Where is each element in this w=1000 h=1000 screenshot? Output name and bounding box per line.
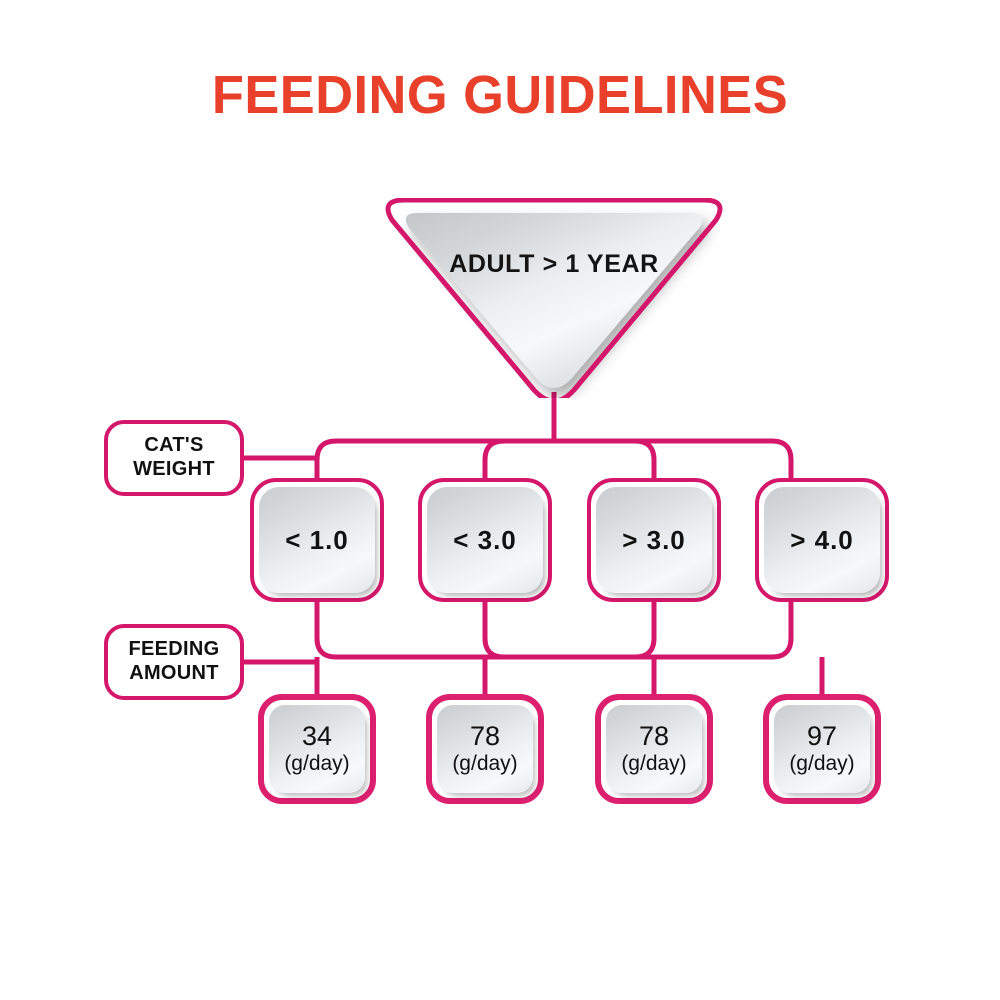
feeding-amount-line-1: FEEDING (128, 638, 220, 661)
amount-box-1-value: 34 (301, 720, 333, 751)
amount-box-2[interactable]: 78 (g/day) (426, 694, 544, 804)
weight-box-3-label: > 3.0 (622, 524, 686, 555)
weight-box-2-label: < 3.0 (453, 524, 517, 555)
row-label-cats-weight[interactable]: CAT'S WEIGHT (104, 420, 244, 496)
amount-box-2-plate: 78 (g/day) (437, 705, 533, 793)
amount-box-4[interactable]: 97 (g/day) (763, 694, 881, 804)
weight-box-4[interactable]: > 4.0 (755, 478, 889, 602)
amount-box-3-value: 78 (638, 720, 670, 751)
wire-weight-drop-2 (482, 438, 505, 478)
feeding-amount-line-2: AMOUNT (129, 662, 219, 684)
weight-box-3[interactable]: > 3.0 (587, 478, 721, 602)
wire-weight-bus (314, 438, 794, 478)
page-title: FEEDING GUIDELINES (211, 65, 789, 125)
amount-box-4-unit: (g/day) (789, 752, 855, 776)
root-node-adult[interactable]: ADULT > 1 YEAR (378, 198, 730, 398)
weight-box-1[interactable]: < 1.0 (250, 478, 384, 602)
weight-box-4-plate: > 4.0 (764, 487, 880, 593)
weight-box-3-plate: > 3.0 (596, 487, 712, 593)
triangle-fill (405, 213, 703, 388)
root-node-label: ADULT > 1 YEAR (449, 250, 659, 278)
cats-weight-line-2: WEIGHT (133, 458, 215, 480)
cats-weight-line-1: CAT'S (144, 434, 204, 457)
amount-box-2-value: 78 (469, 720, 501, 751)
wire-amount-up-3 (634, 602, 657, 660)
amount-box-1[interactable]: 34 (g/day) (258, 694, 376, 804)
row-label-feeding-amount[interactable]: FEEDING AMOUNT (104, 624, 244, 700)
amount-box-1-unit: (g/day) (284, 752, 350, 776)
amount-box-3-plate: 78 (g/day) (606, 705, 702, 793)
amount-box-1-plate: 34 (g/day) (269, 705, 365, 793)
row-label-feeding-amount-text: FEEDING AMOUNT (129, 638, 220, 685)
weight-box-1-plate: < 1.0 (259, 487, 375, 593)
weight-box-4-label: > 4.0 (790, 524, 854, 555)
row-label-cats-weight-text: CAT'S WEIGHT (133, 434, 215, 481)
weight-box-1-label: < 1.0 (285, 524, 349, 555)
amount-box-4-value: 97 (806, 720, 838, 751)
triangle-outline (385, 198, 723, 398)
weight-box-2-plate: < 3.0 (427, 487, 543, 593)
amount-box-4-plate: 97 (g/day) (774, 705, 870, 793)
amount-box-3[interactable]: 78 (g/day) (595, 694, 713, 804)
wire-amount-up-2 (482, 602, 505, 660)
wire-amount-bus (314, 602, 794, 660)
wire-weight-drop-3 (634, 438, 657, 478)
amount-box-3-unit: (g/day) (621, 752, 687, 776)
weight-box-2[interactable]: < 3.0 (418, 478, 552, 602)
amount-box-2-unit: (g/day) (452, 752, 518, 776)
